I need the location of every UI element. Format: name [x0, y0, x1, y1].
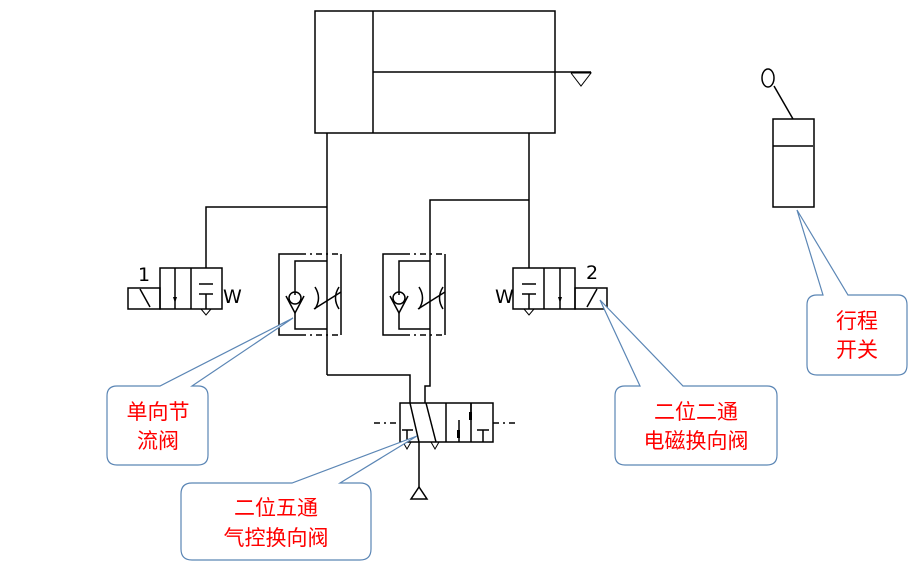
callout-check-throttle-line1: 单向节 [127, 400, 190, 424]
callout-limit-switch-line1: 行程 [836, 309, 878, 333]
check-throttle-valve-2[interactable] [382, 253, 446, 336]
callout-check-throttle-line2: 流阀 [137, 429, 179, 453]
cylinder [314, 10, 593, 134]
solenoid-valve-1[interactable]: 1 W [127, 264, 242, 316]
callout-five-way-valve: 二位五通 气控换向阀 [180, 435, 418, 561]
callout-limit-switch: 行程 开关 [796, 209, 908, 376]
callout-limit-switch-line2: 开关 [836, 338, 878, 362]
valve-2-number: 2 [586, 262, 598, 284]
callout-five-way-line2: 气控换向阀 [224, 526, 329, 550]
callout-two-way-line2: 电磁换向阀 [644, 429, 749, 453]
check-throttle-valve-1[interactable] [278, 253, 342, 336]
pipes [205, 133, 530, 487]
valve-1-number: 1 [138, 264, 150, 286]
valve-1-spring: W [223, 286, 242, 308]
limit-switch[interactable] [761, 68, 815, 208]
callout-two-way-line1: 二位二通 [654, 400, 738, 424]
callout-two-way-solenoid-valve: 二位二通 电磁换向阀 [599, 299, 778, 466]
valve-2-spring: W [495, 286, 514, 308]
solenoid-valve-2[interactable]: 2 W [495, 262, 608, 316]
ground-triangle-icon [570, 72, 593, 87]
five-way-pilot-valve[interactable] [374, 402, 519, 451]
exhaust-triangle-icon [409, 485, 429, 500]
callout-five-way-line1: 二位五通 [234, 496, 318, 520]
callout-check-throttle-valve: 单向节 流阀 [106, 317, 294, 466]
